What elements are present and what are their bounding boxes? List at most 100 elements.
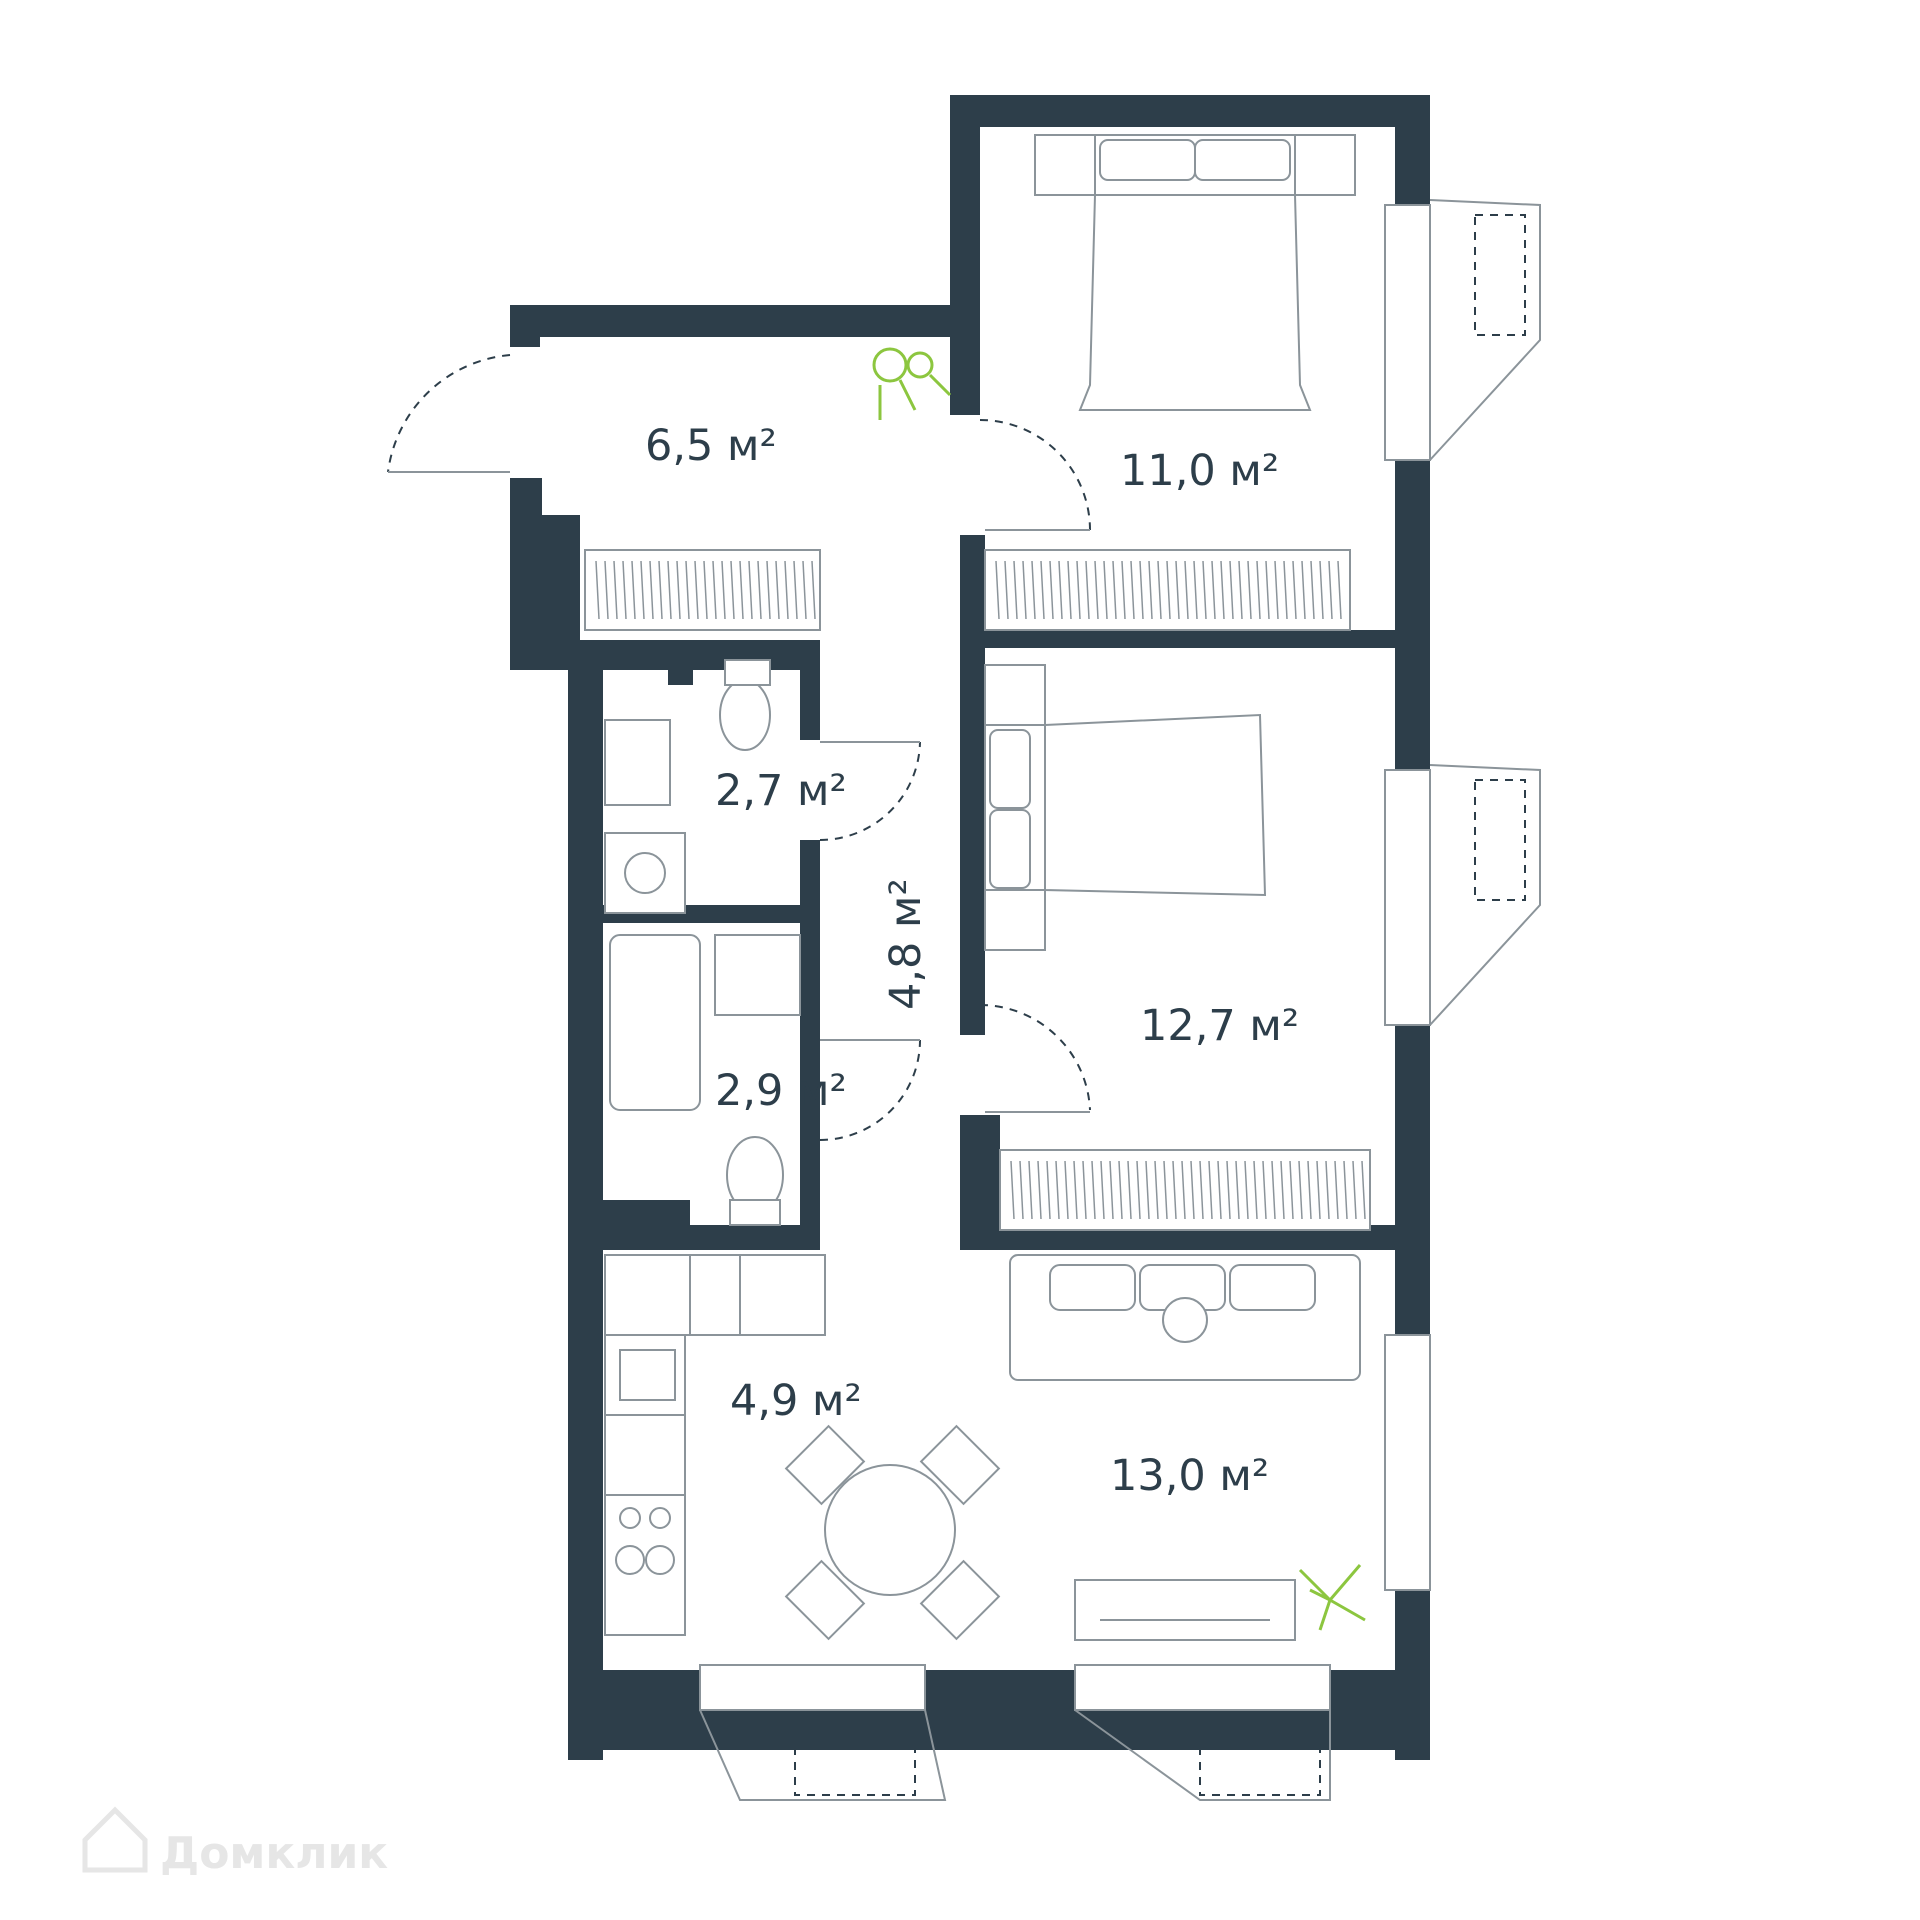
wardrobe-hanger [694, 560, 699, 620]
bed-2 [984, 664, 1267, 951]
wardrobe-hanger [1265, 560, 1270, 620]
wardrobe-hanger [1109, 1160, 1114, 1220]
walls [510, 95, 1430, 1760]
wardrobe-hanger [1325, 1160, 1330, 1220]
wardrobe-hanger [1031, 560, 1036, 620]
wardrobe-hanger [1181, 1160, 1186, 1220]
wardrobe-hanger [1220, 560, 1225, 620]
wardrobe-hanger [676, 560, 681, 620]
wardrobe-hanger [1211, 560, 1216, 620]
wardrobe-hanger [1022, 560, 1027, 620]
wardrobe-hanger [1298, 1160, 1303, 1220]
wardrobe-hanger [1094, 560, 1099, 620]
entrance-door [387, 354, 511, 473]
wardrobe-hanger [1127, 1160, 1132, 1220]
wardrobe-hanger [1154, 1160, 1159, 1220]
area-corridor: 4,8 м² [881, 878, 931, 1010]
wardrobe-hanger [1028, 1160, 1033, 1220]
wardrobe-hanger [1103, 560, 1108, 620]
wardrobe-hanger [1157, 560, 1162, 620]
wardrobe-hanger [1076, 560, 1081, 620]
wardrobe-hanger [658, 560, 663, 620]
wardrobes [584, 549, 1371, 1231]
wardrobe-hanger [1310, 560, 1315, 620]
wardrobe-hanger [1136, 1160, 1141, 1220]
wardrobe-hanger [1067, 560, 1072, 620]
wardrobe-hanger [1316, 1160, 1321, 1220]
watermark-text: Домклик [160, 1828, 388, 1879]
wardrobe-hanger [1229, 560, 1234, 620]
wardrobe-hanger [1004, 560, 1009, 620]
wardrobe-hanger [721, 560, 726, 620]
wardrobe-hanger [613, 560, 618, 620]
wardrobe-hanger [595, 560, 600, 620]
area-wc: 2,7 м² [715, 766, 847, 816]
wardrobe-hanger [1049, 560, 1054, 620]
wardrobe-hanger [1118, 1160, 1123, 1220]
wardrobe-hanger [1274, 560, 1279, 620]
wardrobe-hanger [995, 560, 1000, 620]
wardrobe-hanger [1184, 560, 1189, 620]
plant-living [1298, 1564, 1366, 1631]
sofa [1009, 1254, 1361, 1381]
wardrobe-hanger [1202, 560, 1207, 620]
wardrobe-hanger [1082, 1160, 1087, 1220]
wardrobe-hanger [1361, 1160, 1366, 1220]
wardrobe-hanger [685, 560, 690, 620]
windows-bottom [699, 1664, 1331, 1801]
wardrobe-hanger [1091, 1160, 1096, 1220]
wardrobe-hanger [1145, 1160, 1150, 1220]
wardrobe-hanger [1235, 1160, 1240, 1220]
wardrobe-hanger [1010, 1160, 1015, 1220]
wardrobe-hanger [1199, 1160, 1204, 1220]
wardrobe-hanger [667, 560, 672, 620]
wardrobe-hanger [1019, 1160, 1024, 1220]
watermark-logo: Домклик [82, 1806, 388, 1879]
wardrobe-hanger [1256, 560, 1261, 620]
kitchen-counter [604, 1254, 826, 1636]
wardrobe-hanger [1193, 560, 1198, 620]
wardrobe-hanger [631, 560, 636, 620]
wardrobe-hanger [1319, 560, 1324, 620]
area-bathroom: 2,9 м² [715, 1066, 847, 1116]
wardrobe-hanger [1337, 560, 1342, 620]
wardrobe-hanger [730, 560, 735, 620]
wardrobe-hanger [1040, 560, 1045, 620]
wardrobe-hanger [1217, 1160, 1222, 1220]
wardrobe-hanger [748, 560, 753, 620]
area-kitchen: 4,9 м² [730, 1376, 862, 1426]
wardrobe-hanger [1037, 1160, 1042, 1220]
wardrobe-hanger [1292, 560, 1297, 620]
wardrobe-hanger [1172, 1160, 1177, 1220]
tv-stand [1074, 1579, 1296, 1641]
area-bedroom-1: 11,0 м² [1120, 446, 1279, 496]
wardrobe-hanger [811, 560, 816, 620]
wardrobe-hanger [1271, 1160, 1276, 1220]
wardrobe-hanger [712, 560, 717, 620]
wardrobe-hanger [703, 560, 708, 620]
wardrobe-hanger [1121, 560, 1126, 620]
area-hallway: 6,5 м² [645, 421, 777, 471]
wardrobe-hanger [757, 560, 762, 620]
wardrobe-hanger [1289, 1160, 1294, 1220]
wardrobe-hanger [1013, 560, 1018, 620]
wardrobe-hanger [1226, 1160, 1231, 1220]
wardrobe-hanger [1163, 1160, 1168, 1220]
wardrobe-hanger [1130, 560, 1135, 620]
wardrobe-hanger [1175, 560, 1180, 620]
wardrobe-hanger [604, 560, 609, 620]
wardrobe-hanger [1064, 1160, 1069, 1220]
wardrobe-hanger [1253, 1160, 1258, 1220]
wardrobe-hanger [1166, 560, 1171, 620]
wardrobe-hanger [1307, 1160, 1312, 1220]
windows-right [1384, 199, 1541, 1591]
wardrobe-hanger [739, 560, 744, 620]
wardrobe-hanger [1100, 1160, 1105, 1220]
wardrobe-hanger [1352, 1160, 1357, 1220]
wardrobe-hanger [1244, 1160, 1249, 1220]
wardrobe-hanger [766, 560, 771, 620]
dining-table [784, 1424, 1001, 1641]
wardrobe-hanger [1262, 1160, 1267, 1220]
wardrobe-hanger [622, 560, 627, 620]
